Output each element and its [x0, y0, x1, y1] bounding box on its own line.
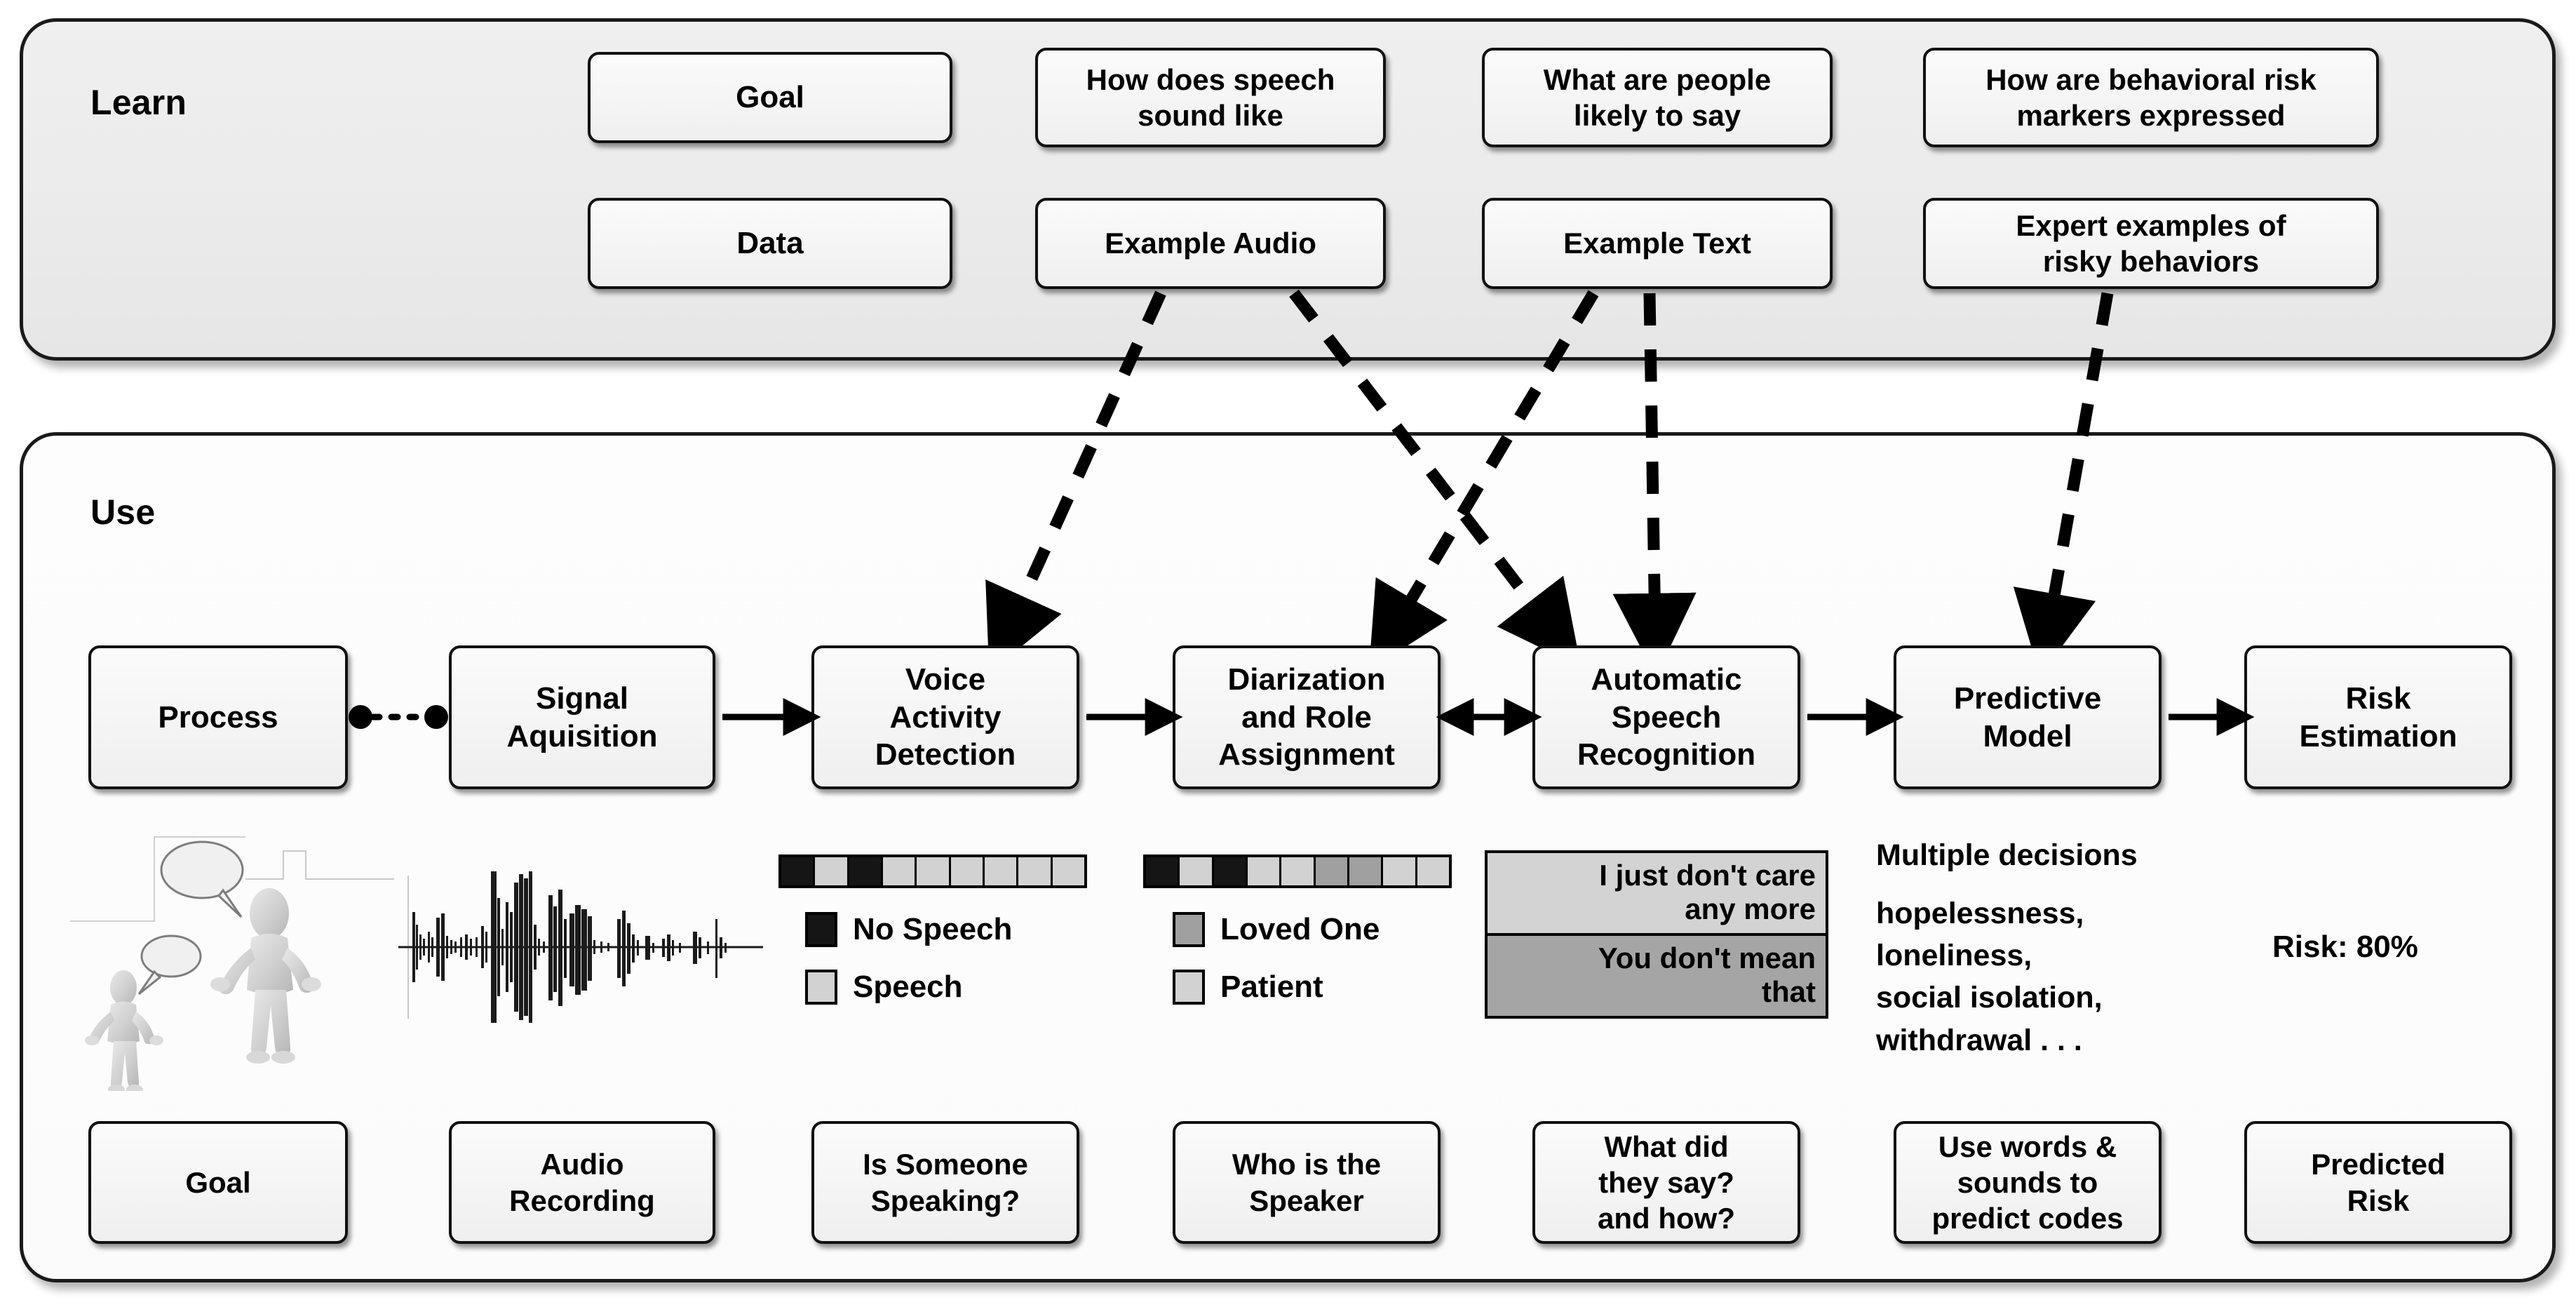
learn-data-label-box[interactable]: Data: [588, 198, 952, 289]
vad-cell: [882, 857, 917, 885]
transcript-line-lovedone: You don't mean that: [1488, 932, 1826, 1016]
decisions-list: hopelessness, loneliness, social isolati…: [1876, 897, 2103, 1057]
goal-box-predictcodes[interactable]: Use words & sounds to predict codes: [1894, 1121, 2162, 1244]
goal-box-goal[interactable]: Goal: [88, 1121, 348, 1244]
learn-data-audio-box[interactable]: Example Audio: [1035, 198, 1386, 289]
speech-swatch: [805, 970, 837, 1005]
vad-strip: [778, 854, 1087, 888]
goal-box-whatsaid[interactable]: What did they say? and how?: [1532, 1121, 1800, 1244]
vad-legend-speech: Speech: [805, 970, 963, 1005]
loved-one-label: Loved One: [1220, 912, 1380, 946]
pipeline-predictive-box[interactable]: Predictive Model: [1894, 645, 2162, 789]
vad-cell: [1052, 857, 1084, 885]
transcript-panel: I just don't care any more You don't mea…: [1485, 850, 1828, 1019]
diarization-cell: [1146, 857, 1180, 885]
diarization-cell: [1180, 857, 1214, 885]
diarization-cell: [1247, 857, 1282, 885]
diarization-cell: [1213, 857, 1248, 885]
vad-cell: [849, 857, 883, 885]
decisions-heading: Multiple decisions: [1876, 838, 2138, 872]
vad-cell: [815, 857, 849, 885]
no-speech-swatch: [805, 912, 837, 947]
pipeline-asr-box[interactable]: Automatic Speech Recognition: [1532, 645, 1800, 789]
vad-cell: [950, 857, 985, 885]
diarization-legend-patient: Patient: [1173, 970, 1323, 1005]
learn-goal-risk-box[interactable]: How are behavioral risk markers expresse…: [1923, 48, 2379, 147]
pipeline-risk-box[interactable]: Risk Estimation: [2244, 645, 2512, 789]
transcript-line-patient: I just don't care any more: [1488, 853, 1826, 933]
diarization-cell: [1315, 857, 1349, 885]
diarization-legend-loved-one: Loved One: [1173, 912, 1380, 947]
pipeline-vad-box[interactable]: Voice Activity Detection: [811, 645, 1079, 789]
learn-data-expert-box[interactable]: Expert examples of risky behaviors: [1923, 198, 2379, 289]
diarization-cell: [1383, 857, 1417, 885]
audio-waveform: [398, 871, 763, 1023]
goal-box-speaking[interactable]: Is Someone Speaking?: [811, 1121, 1079, 1244]
learn-goal-text-box[interactable]: What are people likely to say: [1482, 48, 1833, 147]
learn-goal-speech-box[interactable]: How does speech sound like: [1035, 48, 1386, 147]
pipeline-diarization-box[interactable]: Diarization and Role Assignment: [1173, 645, 1441, 789]
speech-label: Speech: [853, 970, 963, 1004]
pipeline-signal-box[interactable]: Signal Aquisition: [449, 645, 715, 789]
learn-panel-title: Learn: [90, 83, 187, 122]
speakers-illustration: [70, 836, 394, 1091]
loved-one-swatch: [1173, 912, 1205, 947]
vad-cell: [984, 857, 1019, 885]
pipeline-process-box[interactable]: Process: [88, 645, 348, 789]
patient-swatch: [1173, 970, 1205, 1005]
diarization-cell: [1349, 857, 1384, 885]
goal-box-predictedrisk[interactable]: Predicted Risk: [2244, 1121, 2512, 1244]
no-speech-label: No Speech: [853, 912, 1013, 946]
diarization-cell: [1417, 857, 1449, 885]
vad-legend-no-speech: No Speech: [805, 912, 1012, 947]
diarization-strip: [1143, 854, 1452, 888]
goal-box-audio[interactable]: Audio Recording: [449, 1121, 715, 1244]
goal-box-speaker[interactable]: Who is the Speaker: [1173, 1121, 1441, 1244]
learn-goal-label-box[interactable]: Goal: [588, 52, 952, 143]
patient-label: Patient: [1220, 970, 1323, 1004]
vad-cell: [917, 857, 951, 885]
risk-readout: Risk: 80%: [2272, 930, 2418, 964]
use-panel-title: Use: [90, 492, 156, 532]
diarization-cell: [1281, 857, 1316, 885]
learn-data-text-box[interactable]: Example Text: [1482, 198, 1833, 289]
vad-cell: [1018, 857, 1053, 885]
vad-cell: [781, 857, 816, 885]
